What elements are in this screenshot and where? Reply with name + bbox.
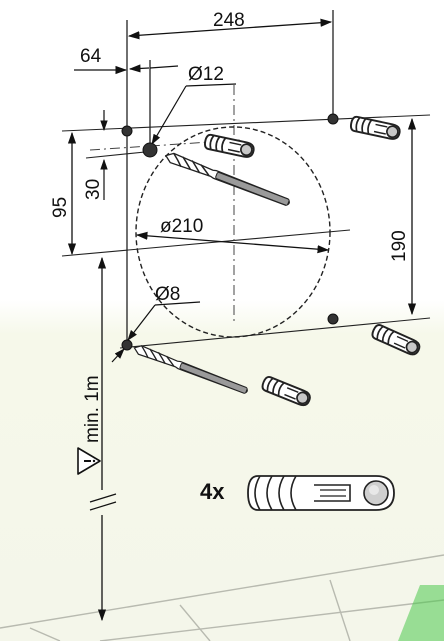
mounting-circle [135, 126, 331, 338]
warning-triangle-icon [77, 447, 101, 475]
dim-hole-small-label: Ø8 [155, 284, 180, 305]
wall-anchor-icon [247, 475, 395, 511]
dim-248-label: 248 [213, 10, 245, 31]
wall-anchor-icon [202, 132, 256, 160]
min-height-label: min. 1m [82, 375, 103, 443]
watermark-shape [398, 585, 444, 641]
dim-circle-label: ø210 [160, 216, 203, 237]
wall-anchor-icon [348, 114, 402, 142]
dim-30-label: 30 [83, 179, 104, 200]
anchor-quantity-label: 4x [200, 479, 225, 504]
drill-holes [121, 113, 339, 351]
dim-190-label: 190 [389, 230, 410, 262]
dim-hole-large-label: Ø12 [188, 64, 224, 85]
dim-95-label: 95 [50, 197, 71, 218]
wall-background [0, 300, 444, 641]
dim-64-label: 64 [80, 46, 102, 67]
floor-tiles [0, 554, 444, 641]
drill-bit-icon [163, 150, 292, 209]
